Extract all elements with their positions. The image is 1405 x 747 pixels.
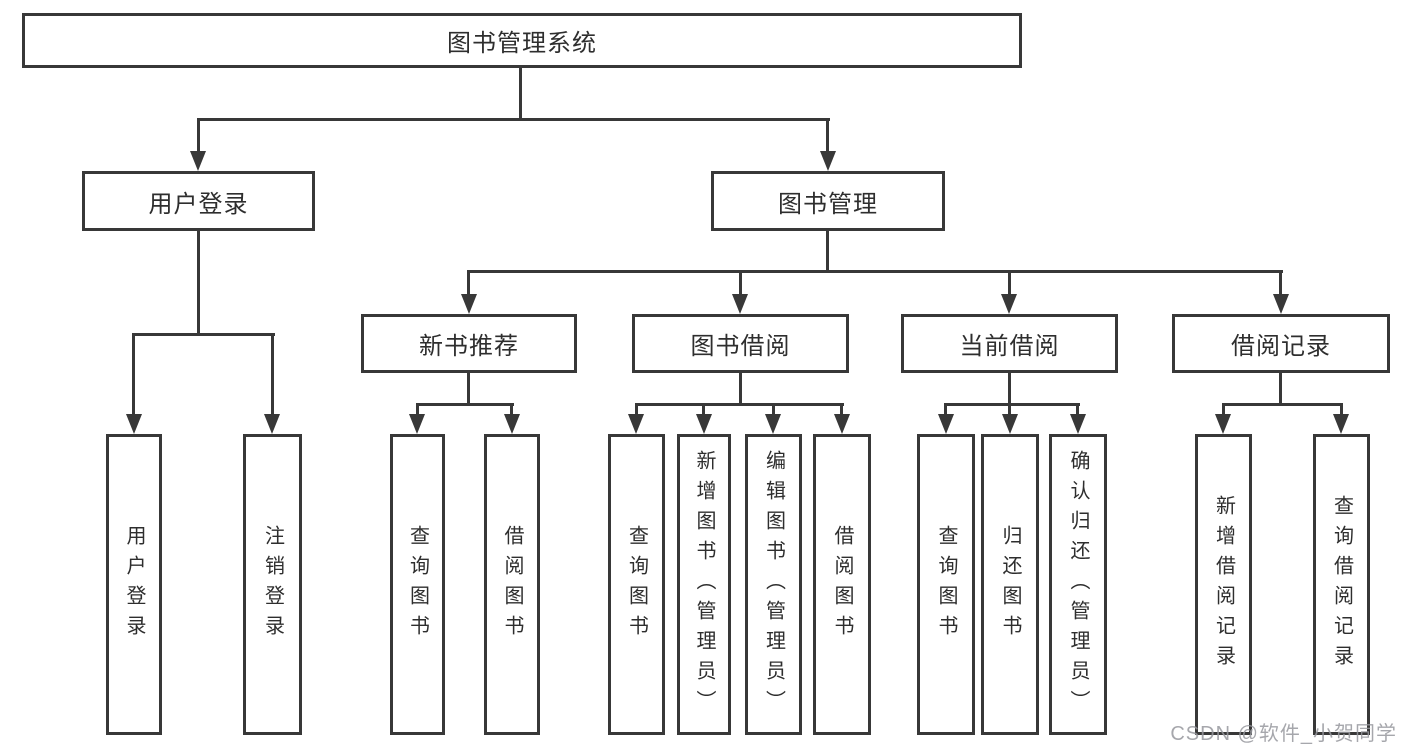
connector-line <box>132 333 135 415</box>
connector-line <box>1222 403 1225 416</box>
leaf-user-login: 用户登录 <box>106 434 162 735</box>
arrow-down-icon <box>1001 294 1017 314</box>
arrow-down-icon <box>696 414 712 434</box>
arrow-down-icon <box>765 414 781 434</box>
leaf-query-book-current-label: 查询图书 <box>935 524 957 645</box>
arrow-down-icon <box>1070 414 1086 434</box>
connector-line <box>1279 270 1282 296</box>
connector-line <box>197 118 830 121</box>
connector-line <box>1340 403 1343 416</box>
leaf-edit-book-admin: 编辑图书（管理员） <box>745 434 802 735</box>
leaf-query-borrow-record: 查询借阅记录 <box>1313 434 1370 735</box>
connector-line <box>739 270 742 296</box>
node-root: 图书管理系统 <box>22 13 1022 68</box>
node-borrow-record-label: 借阅记录 <box>1231 333 1331 360</box>
leaf-borrow-book: 借阅图书 <box>813 434 871 735</box>
connector-line <box>467 270 1283 273</box>
leaf-return-book: 归还图书 <box>981 434 1039 735</box>
arrow-down-icon <box>1002 414 1018 434</box>
connector-line <box>772 403 775 416</box>
connector-line <box>416 403 514 406</box>
leaf-confirm-return-admin: 确认归还（管理员） <box>1049 434 1107 735</box>
leaf-add-borrow-record-label: 新增借阅记录 <box>1212 494 1235 675</box>
connector-line <box>510 403 513 416</box>
leaf-logout-label: 注销登录 <box>261 524 284 645</box>
leaf-add-borrow-record: 新增借阅记录 <box>1195 434 1252 735</box>
connector-line <box>132 333 275 336</box>
arrow-down-icon <box>461 294 477 314</box>
connector-line <box>467 270 470 296</box>
connector-line <box>197 230 200 335</box>
arrow-down-icon <box>1333 414 1349 434</box>
leaf-query-book-new: 查询图书 <box>390 434 445 735</box>
node-current-borrow-label: 当前借阅 <box>959 333 1060 360</box>
leaf-query-book-borrow: 查询图书 <box>608 434 665 735</box>
node-root-label: 图书管理系统 <box>447 30 597 57</box>
connector-line <box>826 230 829 272</box>
connector-line <box>635 403 844 406</box>
arrow-down-icon <box>264 414 280 434</box>
arrow-down-icon <box>938 414 954 434</box>
connector-line <box>702 403 705 416</box>
node-new-book-rec: 新书推荐 <box>361 314 577 373</box>
arrow-down-icon <box>628 414 644 434</box>
leaf-add-book-admin-label: 新增图书（管理员） <box>693 449 715 720</box>
leaf-confirm-return-admin-label: 确认归还（管理员） <box>1067 449 1089 720</box>
leaf-add-book-admin: 新增图书（管理员） <box>677 434 731 735</box>
watermark: CSDN @软件_小贺同学 <box>1170 723 1397 745</box>
arrow-down-icon <box>126 414 142 434</box>
node-borrow-record: 借阅记录 <box>1172 314 1390 373</box>
leaf-edit-book-admin-label: 编辑图书（管理员） <box>762 449 785 720</box>
connector-line <box>944 403 1080 406</box>
connector-line <box>197 118 200 152</box>
connector-line <box>416 403 419 416</box>
connector-line <box>944 403 947 416</box>
connector-line <box>840 403 843 416</box>
connector-line <box>1222 403 1343 406</box>
arrow-down-icon <box>834 414 850 434</box>
leaf-query-book-new-label: 查询图书 <box>406 524 429 645</box>
node-book-borrow: 图书借阅 <box>632 314 849 373</box>
connector-line <box>635 403 638 416</box>
node-current-borrow: 当前借阅 <box>901 314 1118 373</box>
connector-line <box>519 67 522 120</box>
node-user-login: 用户登录 <box>82 171 315 231</box>
connector-line <box>1008 403 1011 416</box>
node-new-book-rec-label: 新书推荐 <box>419 333 519 360</box>
arrow-down-icon <box>409 414 425 434</box>
connector-line <box>739 372 742 405</box>
arrow-down-icon <box>820 151 836 171</box>
leaf-query-book-current: 查询图书 <box>917 434 975 735</box>
node-book-mgmt: 图书管理 <box>711 171 945 231</box>
connector-line <box>467 372 470 405</box>
arrow-down-icon <box>504 414 520 434</box>
arrow-down-icon <box>1273 294 1289 314</box>
connector-line <box>1008 372 1011 405</box>
leaf-borrow-book-label: 借阅图书 <box>831 524 853 645</box>
arrow-down-icon <box>1215 414 1231 434</box>
connector-line <box>826 118 829 152</box>
leaf-logout: 注销登录 <box>243 434 302 735</box>
node-user-login-label: 用户登录 <box>148 190 249 218</box>
leaf-return-book-label: 归还图书 <box>999 524 1021 645</box>
leaf-borrow-book-new-label: 借阅图书 <box>501 524 523 645</box>
arrow-down-icon <box>732 294 748 314</box>
connector-line <box>271 333 274 415</box>
node-book-mgmt-label: 图书管理 <box>778 190 878 218</box>
connector-line <box>1279 372 1282 405</box>
connector-line <box>1008 270 1011 296</box>
connector-line <box>1076 403 1079 416</box>
leaf-query-book-borrow-label: 查询图书 <box>625 524 648 645</box>
leaf-user-login-label: 用户登录 <box>123 524 145 645</box>
leaf-query-borrow-record-label: 查询借阅记录 <box>1330 494 1353 675</box>
node-book-borrow-label: 图书借阅 <box>690 333 791 360</box>
arrow-down-icon <box>190 151 206 171</box>
leaf-borrow-book-new: 借阅图书 <box>484 434 540 735</box>
